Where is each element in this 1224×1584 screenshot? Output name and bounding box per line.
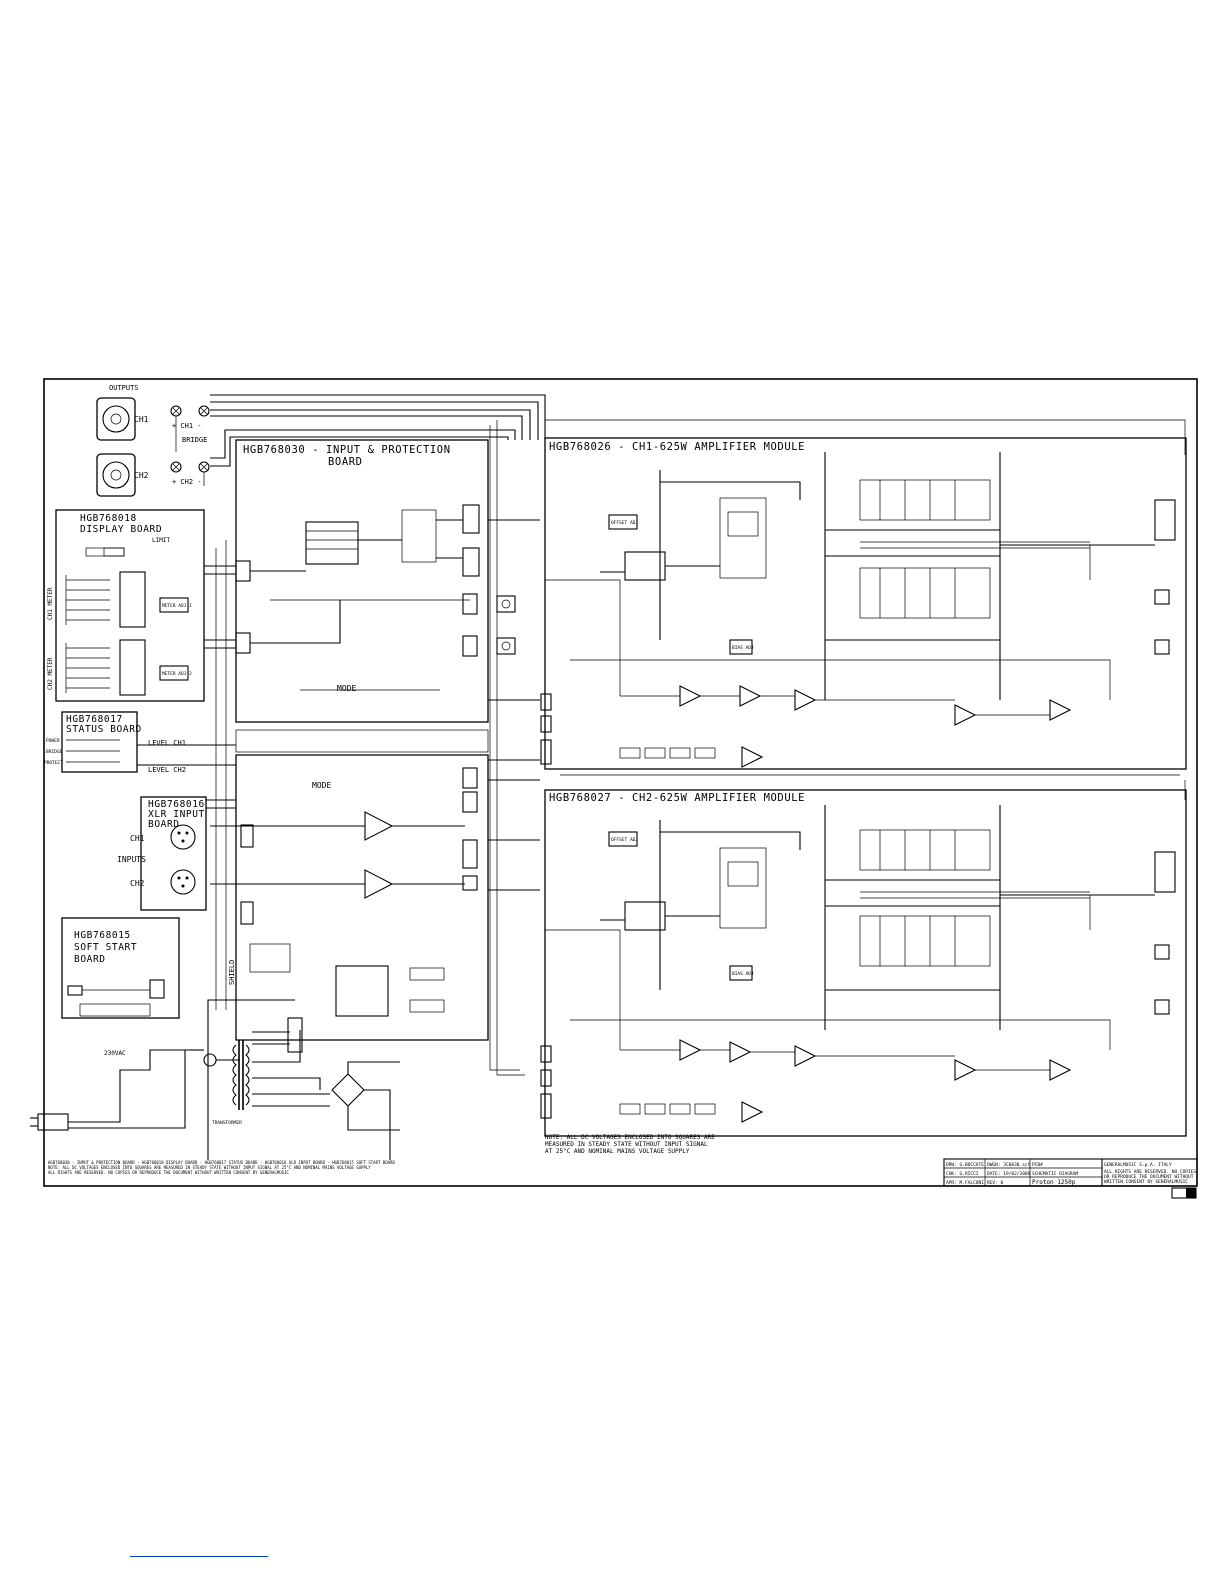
soft-start-board: HGB768015 SOFT START BOARD [61,917,180,1019]
bias-adj-ch2 [729,965,753,981]
offset-adj-ch2 [608,831,638,847]
power-led-label: POWER [46,738,60,744]
tb-chk: CHK: G.RICCI [946,1171,979,1177]
outputs-label: OUTPUTS [109,384,139,392]
soft-start-title-2: SOFT START [74,942,137,953]
full-board-names: HGB768030 - INPUT & PROTECTION BOARD · H… [48,1160,395,1175]
output-section: OUTPUTS CH1 CH2 + CH1 - BRIDGE + CH2 - [96,384,546,497]
xlr-ch2 [170,869,196,895]
meter-adj1-label: METER ADJ 1 [162,603,192,609]
bound-soft-start: HGB768015 SOFT START BOARD [332,1160,395,1165]
bound-rights: ALL RIGHTS ARE RESERVED. NO COPIES OR RE… [48,1170,289,1175]
mode-label-1: MODE [337,684,356,693]
tb-company: GENERALMUSIC S.p.A. ITALY [1104,1162,1172,1168]
xlr-board-title-2: XLR INPUT [148,809,205,820]
tb-model: Proton 1250p [1032,1179,1076,1186]
mode-label-2: MODE [312,781,331,790]
bound-status: HGB768017 STATUS BOARD [204,1160,258,1165]
xlr-ch1 [170,824,196,850]
out-bridge-label: BRIDGE [182,436,207,444]
out-ch2-label: + CH2 - [172,478,202,486]
input-ch2-label: CH2 [130,879,145,888]
bridge-led-label: BRIDGE [46,749,63,755]
wiring-bus [137,420,540,1076]
bound-input-protection: HGB768030 - INPUT & PROTECTION BOARD [48,1160,135,1165]
bound-note: NOTE: ALL DC VOLTAGES ENCLOSED INTO SQUA… [48,1165,371,1170]
offset-adj-ch1-label: OFFSET ADJ [611,520,638,526]
speakon-ch1-label: CH1 [134,415,149,424]
protect-led-label: PROTECT [44,760,63,766]
transformer-label: TRANSFORMER [212,1120,242,1126]
bias-adj-ch1 [729,639,753,655]
offset-adj-ch2-label: OFFSET ADJ [611,837,638,843]
note-line-2: MEASURED IN STEADY STATE WITHOUT INPUT S… [545,1141,708,1148]
power-transformer: TRANSFORMER [212,1030,330,1126]
xlr-board-title-3: BOARD [148,819,180,830]
amp-ch2-title: HGB768027 - CH2-625W AMPLIFIER MODULE [549,792,805,804]
status-board-title-2: STATUS BOARD [66,724,142,735]
speakon-ch1 [96,397,136,441]
tb-file: DWGN: 3C0030.sch [987,1162,1031,1168]
level-ch1-label: LEVEL CH1 [148,739,186,747]
xlr-input-board: HGB768016 XLR INPUT BOARD [140,796,207,911]
meter-adj2-box [159,665,189,681]
display-board-title-2: DISPLAY BOARD [80,524,162,535]
note-line-1: NOTE: ALL DC VOLTAGES ENCLOSED INTO SQUA… [545,1134,715,1141]
footer-link[interactable] [130,1556,268,1557]
inputs-label: INPUTS [117,855,146,864]
display-board: HGB768018 DISPLAY BOARD LIMIT CH1 METER … [47,509,205,702]
xlr-board-title-1: HGB768016 [148,799,205,810]
bias-adj-ch2-label: BIAS ADJ [732,971,754,977]
input-protection-board: HGB768030 - INPUT & PROTECTION BOARD MOD… [235,439,516,723]
soft-start-title-3: BOARD [74,954,106,965]
drawing-frame [43,378,1198,1187]
ch2-meter-label: CH2 METER [47,657,54,690]
tb-doc-type: SCHEMATIC DIAGRAM [1032,1171,1078,1177]
speakon-ch2-label: CH2 [134,471,149,480]
amp-module-ch1: HGB768026 - CH1-625W AMPLIFIER MODULE OF… [540,437,1187,770]
bias-adj-ch1-label: BIAS ADJ [732,645,754,651]
input-protection-title-2: BOARD [328,456,363,468]
tb-apr: APR: M.FALCONI [946,1180,984,1186]
amp-module-ch2: HGB768027 - CH2-625W AMPLIFIER MODULE OF… [540,789,1187,1137]
input-ch1-label: CH1 [130,834,145,843]
tb-date: DATE: 19/02/2008 [987,1171,1031,1177]
status-board-title-1: HGB768017 [66,714,123,725]
ch1-meter-label: CH1 METER [47,587,54,620]
tb-rights-3: WRITTEN CONSENT BY GENERALMUSIC [1104,1179,1188,1185]
meter-adj2-label: METER ADJ 2 [162,671,192,677]
mains-label: 230VAC [104,1050,126,1057]
limit-label: LIMIT [152,537,170,544]
status-board: HGB768017 STATUS BOARD POWER BRIDGE PROT… [44,711,142,773]
amp-ch1-title: HGB768026 - CH1-625W AMPLIFIER MODULE [549,441,805,453]
meter-adj1-box [159,597,189,613]
mains-input: 230VAC [30,999,295,1160]
shield-label: SHIELD [228,960,236,985]
soft-start-title-1: HGB768015 [74,930,131,941]
input-section-lower: MODE [210,729,489,1053]
speakon-ch2 [96,453,136,497]
note-line-3: AT 25°C AND NOMINAL MAINS VOLTAGE SUPPLY [545,1148,690,1155]
tb-rights-2: OR REPRODUCE THE DOCUMENT WITHOUT [1104,1174,1194,1180]
rectifier-bridge [331,1061,400,1160]
bound-display: HGB768018 DISPLAY BOARD [141,1160,198,1165]
title-block: DRW: G.BOCCATE CHK: G.RICCI APR: M.FALCO… [943,1158,1198,1187]
display-board-title-1: HGB768018 [80,513,137,524]
bound-xlr: HGB768016 XLR INPUT BOARD [264,1160,325,1165]
out-ch1-label: + CH1 - [172,422,202,430]
offset-adj-ch1 [608,514,638,530]
tb-rev: REV: 0 [987,1180,1004,1186]
level-ch2-label: LEVEL CH2 [148,766,186,774]
tb-pcb: PCB# [1032,1162,1043,1168]
tb-drw: DRW: G.BOCCATE [946,1162,984,1168]
tb-rights-1: ALL RIGHTS ARE RESERVED. NO COPIES [1104,1169,1196,1175]
input-protection-title-1: HGB768030 - INPUT & PROTECTION [243,444,451,456]
